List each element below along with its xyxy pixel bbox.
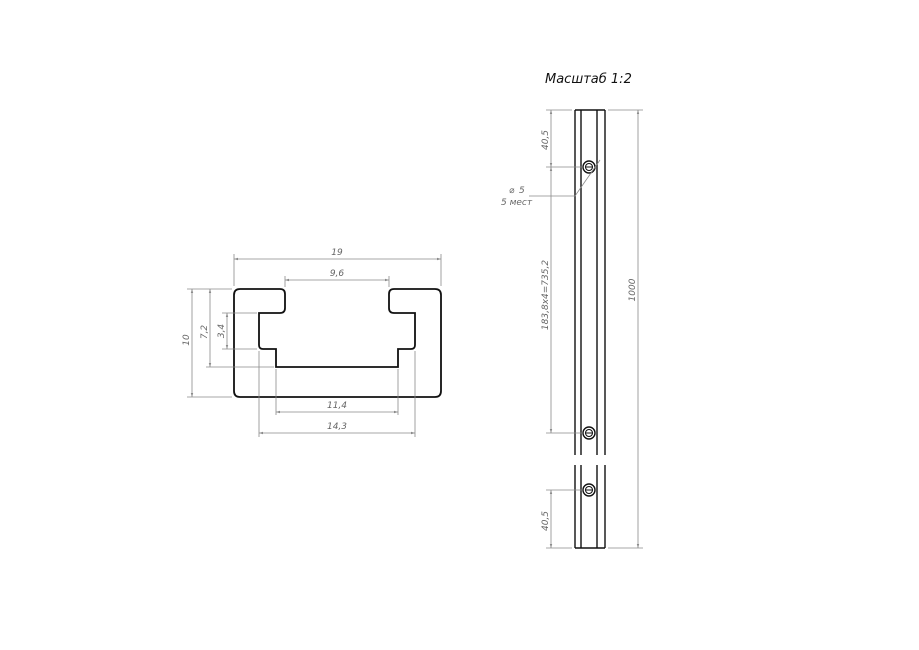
dim-end-offset-top-label: 40,5 bbox=[541, 130, 551, 150]
hole bbox=[582, 160, 596, 174]
dim-length-label: 1000 bbox=[628, 278, 638, 301]
dim-end-offset-bottom-label: 40,5 bbox=[541, 511, 551, 531]
rail-view: 40,5 183,8x4=735,2 40,5 1000 ⌀ 5 5 мест bbox=[501, 109, 643, 549]
hole bbox=[582, 426, 596, 440]
dim-slot-depth-label: 7,2 bbox=[200, 325, 210, 340]
dim-bottom-width-label: 11,4 bbox=[327, 401, 347, 411]
mounting-holes bbox=[582, 160, 596, 497]
diameter-symbol: ⌀ bbox=[509, 186, 515, 196]
hole-callout: ⌀ 5 5 мест bbox=[501, 186, 533, 208]
dim-hole-spacing-label: 183,8x4=735,2 bbox=[541, 260, 551, 330]
dim-slot-opening-label: 9,6 bbox=[330, 269, 345, 279]
scale-label: Масштаб 1:2 bbox=[545, 72, 632, 87]
dim-height-label: 10 bbox=[182, 334, 192, 346]
hole bbox=[582, 483, 596, 497]
hole-count-label: 5 мест bbox=[501, 198, 533, 208]
hole-diameter-label: 5 bbox=[519, 186, 525, 196]
dim-groove-height-label: 3,4 bbox=[217, 324, 227, 339]
profile-outline bbox=[233, 288, 442, 398]
extension-lines bbox=[187, 254, 442, 437]
dim-width-label: 19 bbox=[331, 248, 343, 258]
profile-section: 19 9,6 10 7,2 3,4 11,4 14,3 bbox=[182, 248, 442, 437]
dim-groove-width-label: 14,3 bbox=[327, 422, 347, 432]
